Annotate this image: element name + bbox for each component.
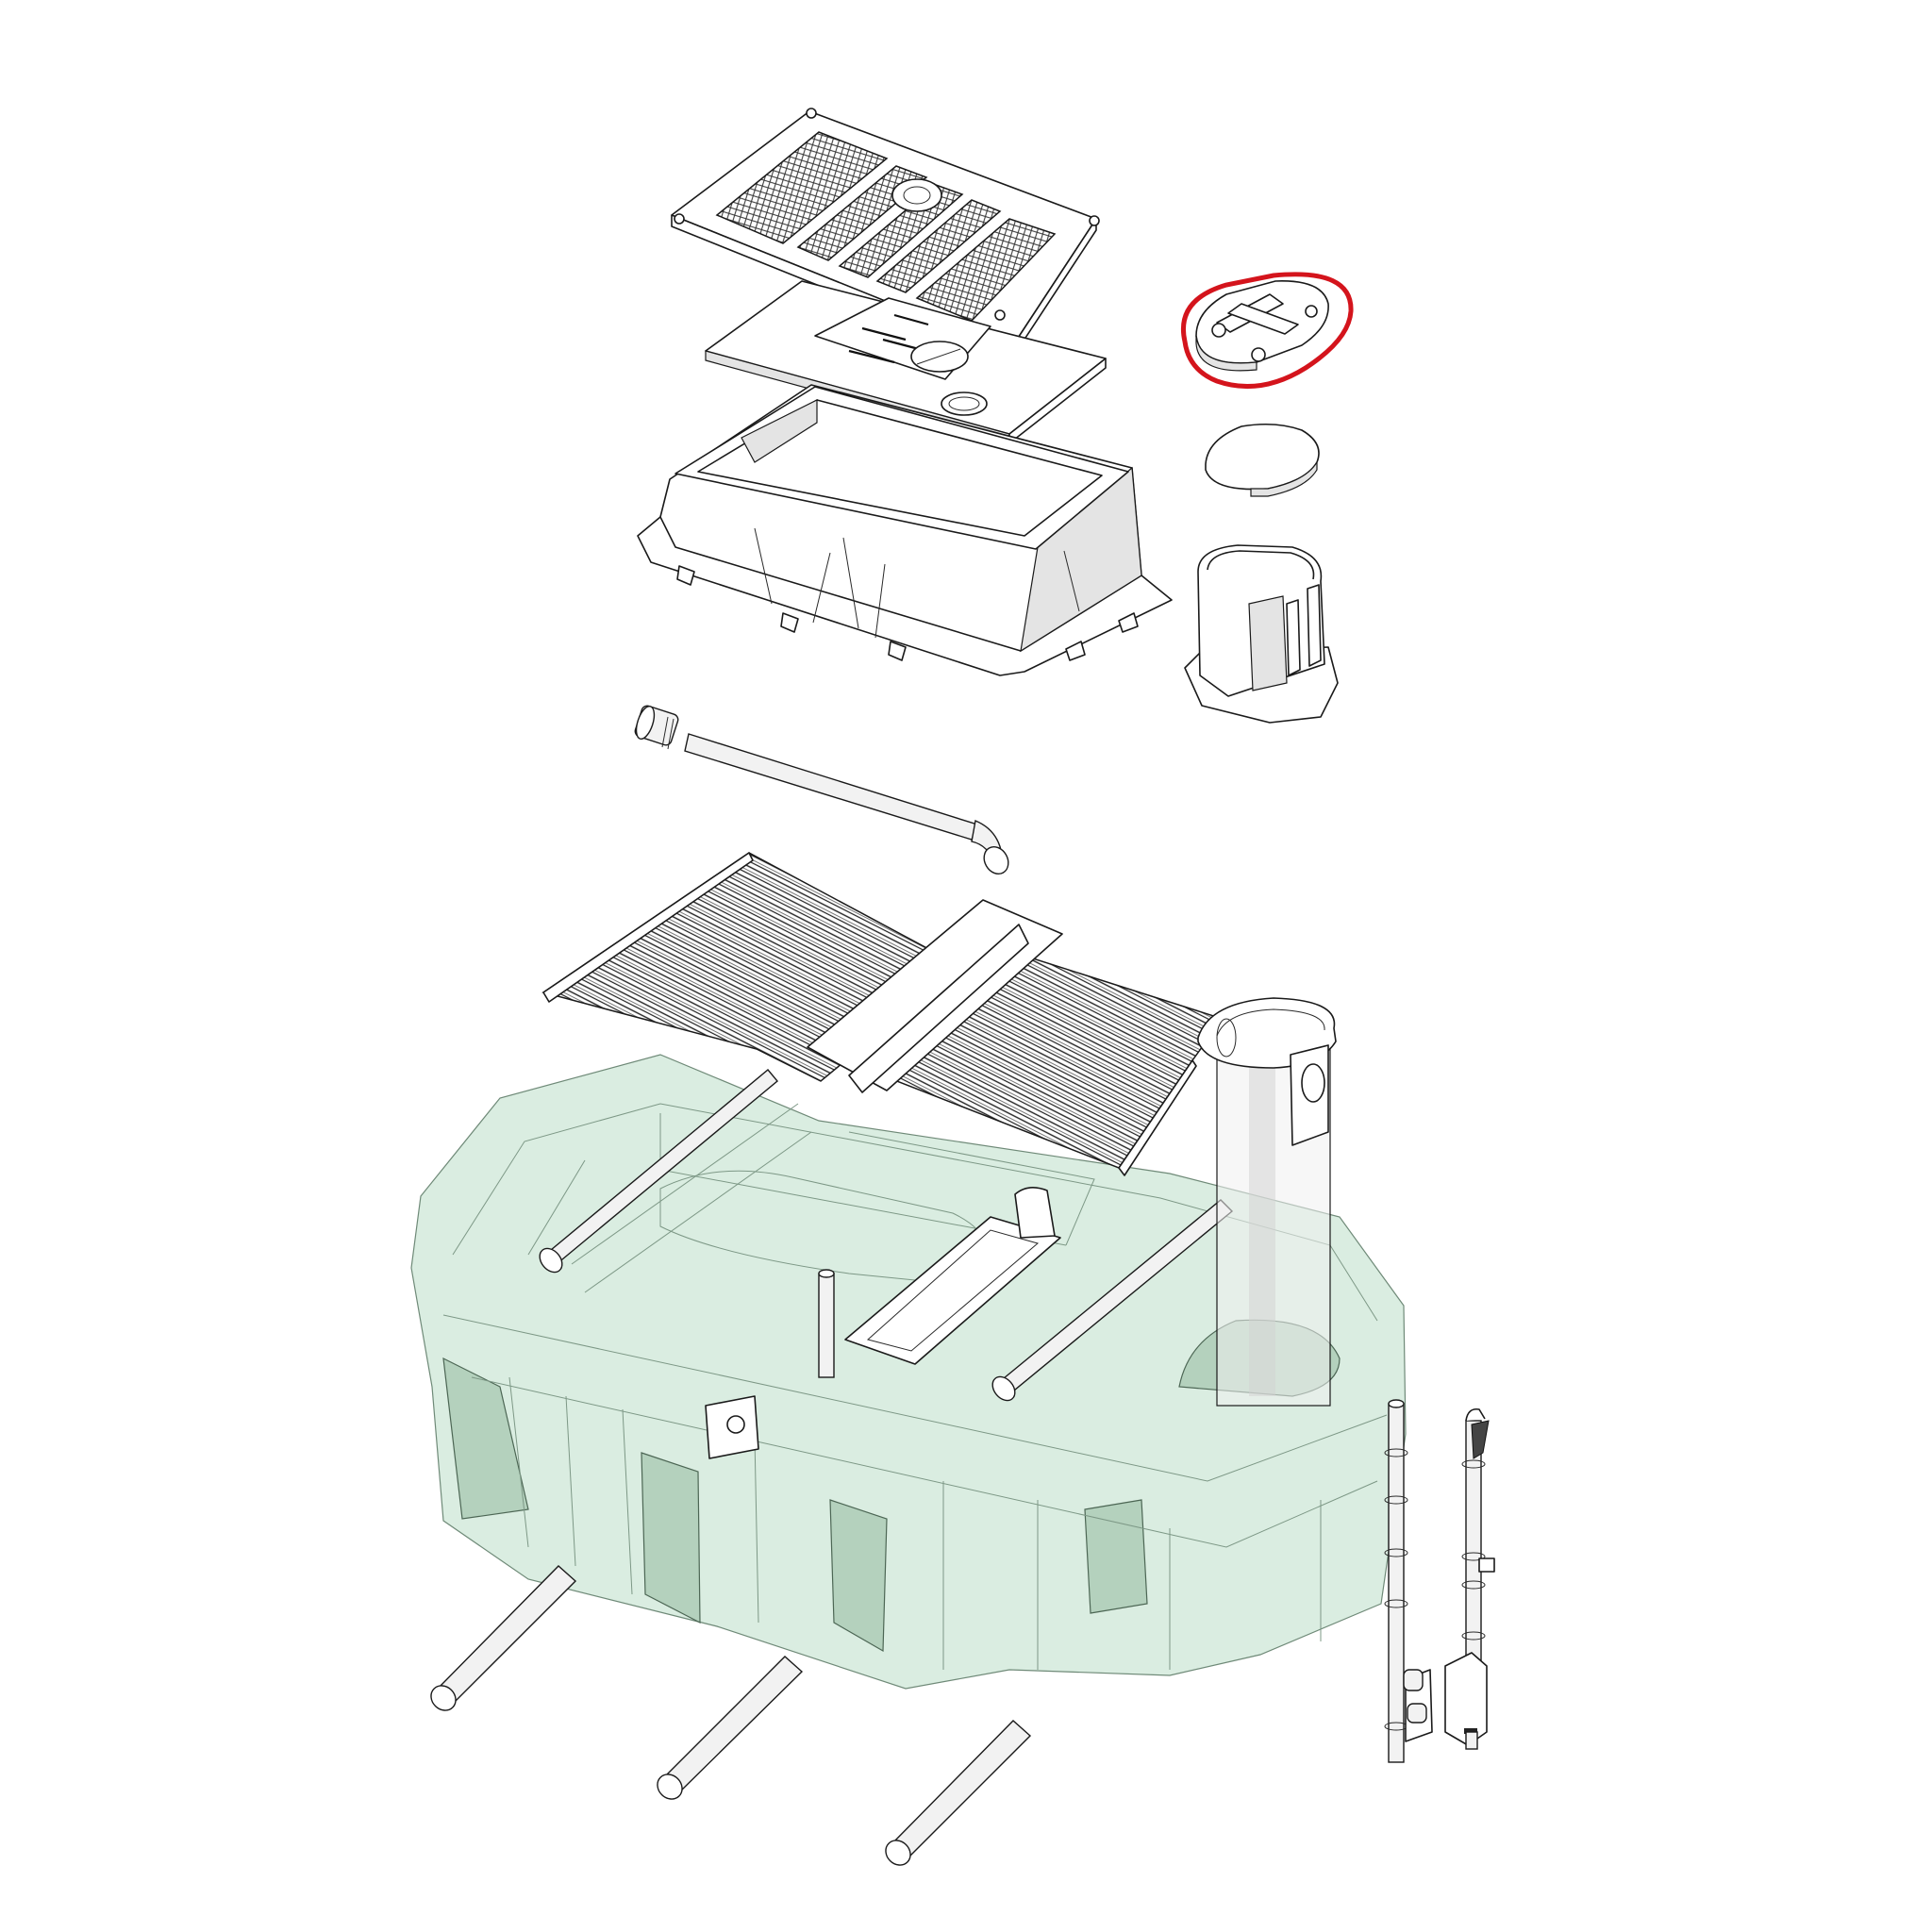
riser-lid[interactable]: [1195, 280, 1329, 372]
fastener-icon: [941, 391, 988, 416]
tank-body: [410, 1054, 1407, 1690]
outlet-pipes: [430, 1565, 1032, 1866]
inlet-pipe: [634, 705, 1009, 875]
valve-box: [637, 384, 1173, 676]
riser-column: [1197, 997, 1337, 1407]
side-port-icon: [1301, 1063, 1325, 1103]
bolt-boss-icon: [891, 178, 942, 212]
float-switch-assembly: [1384, 1399, 1433, 1763]
lift-handles: [539, 1069, 1234, 1402]
pump-assembly: [1444, 1407, 1495, 1750]
lid-bolt-icon: [1251, 347, 1266, 362]
bolt-icon: [806, 108, 817, 119]
lid-bolt-icon: [1305, 305, 1318, 318]
bolt-icon: [1089, 215, 1100, 226]
highlight-ring: [1181, 272, 1354, 390]
riser-gasket: [1205, 423, 1320, 497]
bolt-icon: [994, 309, 1006, 321]
lid-bolt-icon: [1211, 323, 1226, 338]
media-rack-center: [807, 899, 1063, 1093]
access-cover-grate: [671, 108, 1100, 363]
bolt-icon: [674, 213, 685, 225]
riser-adapter: [1184, 544, 1339, 724]
